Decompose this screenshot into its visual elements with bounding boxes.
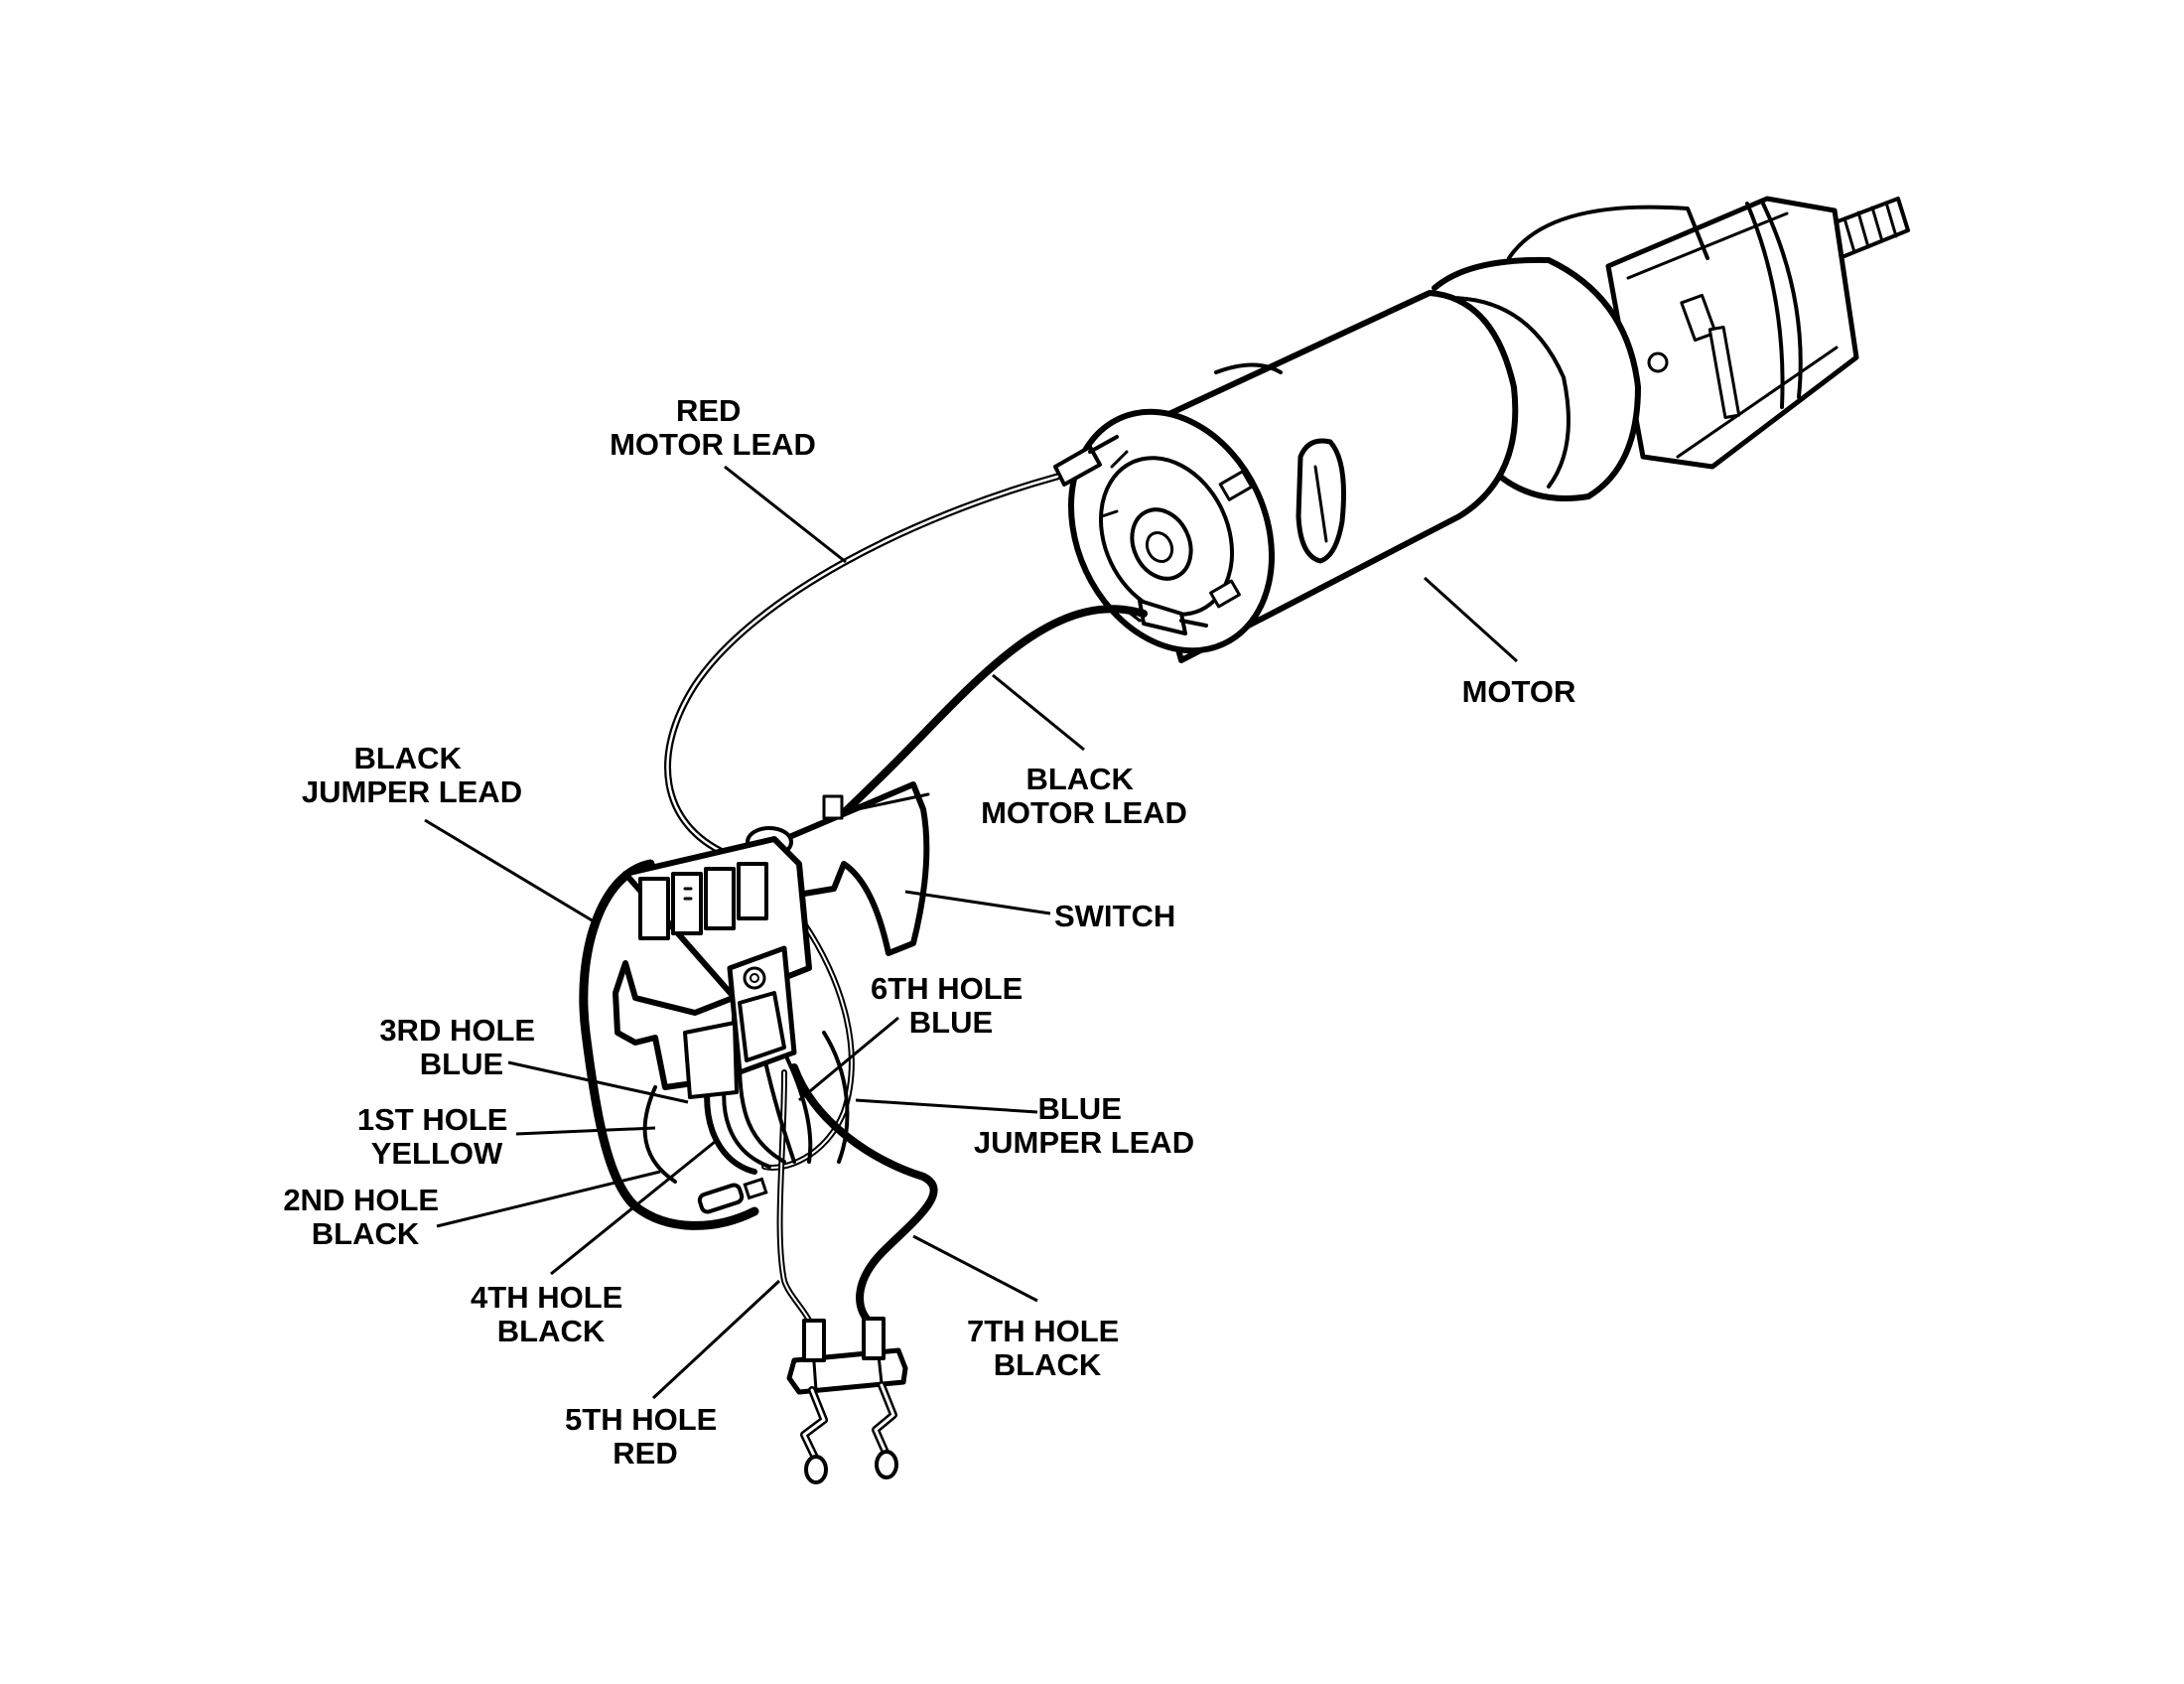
leader-3rd-hole-blue: [507, 1060, 689, 1104]
label-motor: MOTOR: [1462, 674, 1576, 709]
leader-red-motor-lead: [724, 465, 847, 564]
leader-4th-hole-black: [550, 1140, 716, 1276]
label-black-motor-lead: BLACK MOTOR LEAD: [981, 762, 1187, 830]
label-5th-hole-red: 5TH HOLE RED: [565, 1402, 726, 1471]
label-blue-jumper-lead: BLUE JUMPER LEAD: [974, 1091, 1194, 1160]
label-4th-hole-black: 4TH HOLE BLACK: [471, 1280, 631, 1348]
motor: [1053, 196, 1910, 663]
leader-5th-hole-red: [651, 1279, 781, 1400]
motor-terminal-red: [1053, 435, 1119, 487]
motor-end-cap: [1067, 408, 1276, 654]
label-3rd-hole-blue: 3RD HOLE BLUE: [379, 1013, 543, 1081]
leader-blue-jumper-lead: [855, 1098, 1038, 1114]
label-red-motor-lead: RED MOTOR LEAD: [610, 393, 816, 462]
seventh-hole-black-wire: [790, 1063, 938, 1330]
leader-1st-hole-yellow: [515, 1126, 656, 1136]
label-black-jumper-lead: BLACK JUMPER LEAD: [302, 741, 522, 809]
leader-6th-hole-blue: [798, 1016, 899, 1102]
label-switch: SWITCH: [1054, 899, 1175, 933]
label-6th-hole-blue: 6TH HOLE BLUE: [871, 971, 1031, 1040]
leader-black-motor-lead: [992, 673, 1085, 752]
leader-7th-hole-black: [912, 1234, 1038, 1303]
battery-connector: [786, 1317, 908, 1484]
leader-motor: [1423, 576, 1519, 663]
black-jumper-lead-wire: [579, 859, 759, 1230]
label-2nd-hole-black: 2ND HOLE BLACK: [283, 1183, 447, 1251]
switch: [613, 781, 930, 1099]
crimp-connector: [697, 1177, 768, 1214]
callout-labels: RED MOTOR LEAD MOTOR BLACK JUMPER LEAD B…: [283, 393, 1575, 1471]
leader-black-jumper-lead: [424, 818, 595, 923]
label-7th-hole-black: 7TH HOLE BLACK: [967, 1314, 1128, 1382]
wires: [579, 473, 1148, 1330]
leader-2nd-hole-black: [436, 1170, 661, 1228]
label-1st-hole-yellow: 1ST HOLE YELLOW: [357, 1102, 516, 1171]
leader-lines: [424, 465, 1519, 1400]
leader-switch: [904, 890, 1051, 915]
